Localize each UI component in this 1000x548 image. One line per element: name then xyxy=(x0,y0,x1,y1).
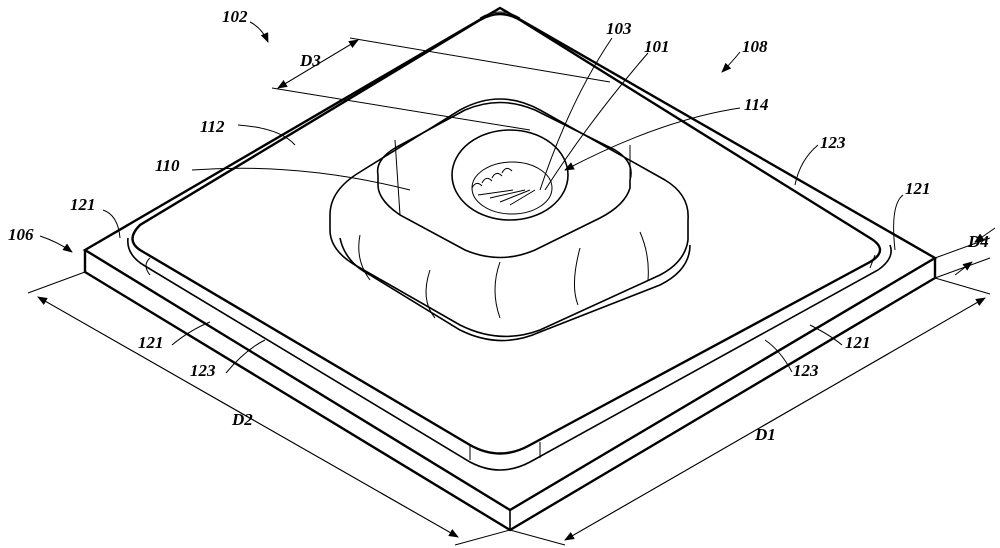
chip-wires xyxy=(472,168,535,205)
label-d3: D3 xyxy=(300,52,321,69)
label-110: 110 xyxy=(155,157,180,174)
encapsulant-top xyxy=(128,12,891,470)
label-d2: D2 xyxy=(232,411,253,428)
label-d1: D1 xyxy=(755,426,776,443)
aperture xyxy=(452,130,568,220)
label-123: 123 xyxy=(793,362,819,379)
label-101: 101 xyxy=(644,38,670,55)
label-114: 114 xyxy=(744,96,769,113)
label-112: 112 xyxy=(200,118,225,135)
label-108: 108 xyxy=(742,38,768,55)
leader-lines xyxy=(40,22,903,373)
label-102: 102 xyxy=(222,8,248,25)
label-d4: D4 xyxy=(968,233,989,250)
label-123: 123 xyxy=(190,362,216,379)
label-121: 121 xyxy=(845,334,871,351)
label-123: 123 xyxy=(820,134,846,151)
label-106: 106 xyxy=(8,226,34,243)
label-121: 121 xyxy=(70,196,96,213)
label-103: 103 xyxy=(606,20,632,37)
label-121: 121 xyxy=(138,334,164,351)
label-121: 121 xyxy=(905,180,931,197)
